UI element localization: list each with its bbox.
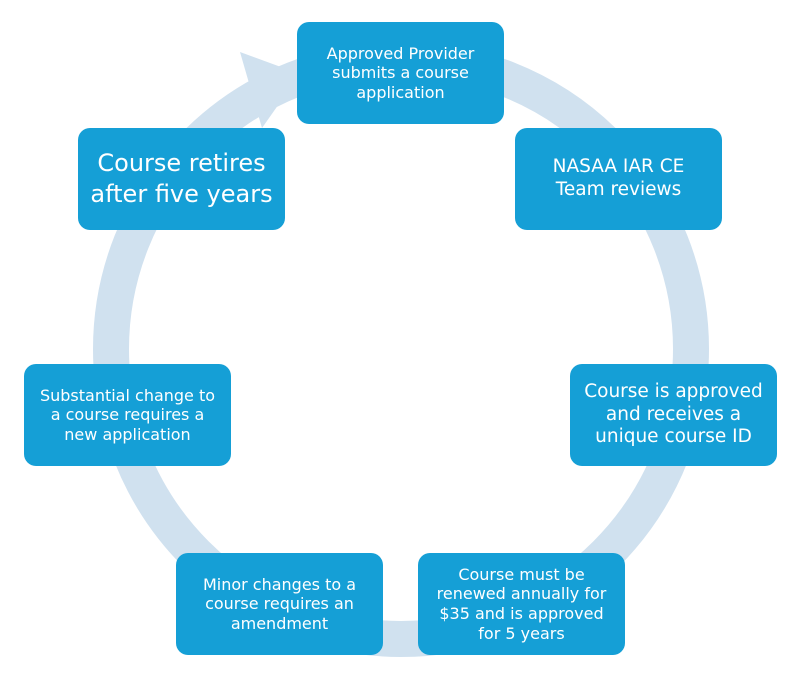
step-label: Approved Provider submits a course appli…	[326, 43, 475, 102]
step-team-reviews: NASAA IAR CE Team reviews	[515, 128, 722, 230]
step-label: Minor changes to a course requires an am…	[202, 574, 357, 633]
step-label: Course retires after five years	[90, 148, 273, 208]
cycle-arrowhead-icon	[240, 52, 300, 128]
step-annual-renewal: Course must be renewed annually for $35 …	[418, 553, 625, 655]
step-course-retires: Course retires after five years	[78, 128, 285, 230]
step-label: NASAA IAR CE Team reviews	[552, 156, 685, 200]
step-label: Substantial change to a course requires …	[39, 385, 216, 444]
step-label: Course must be renewed annually for $35 …	[436, 564, 607, 643]
step-minor-changes: Minor changes to a course requires an am…	[176, 553, 383, 655]
step-submit-application: Approved Provider submits a course appli…	[297, 22, 504, 124]
step-substantial-change: Substantial change to a course requires …	[24, 364, 231, 466]
step-course-approved: Course is approved and receives a unique…	[570, 364, 777, 466]
step-label: Course is approved and receives a unique…	[584, 381, 763, 448]
